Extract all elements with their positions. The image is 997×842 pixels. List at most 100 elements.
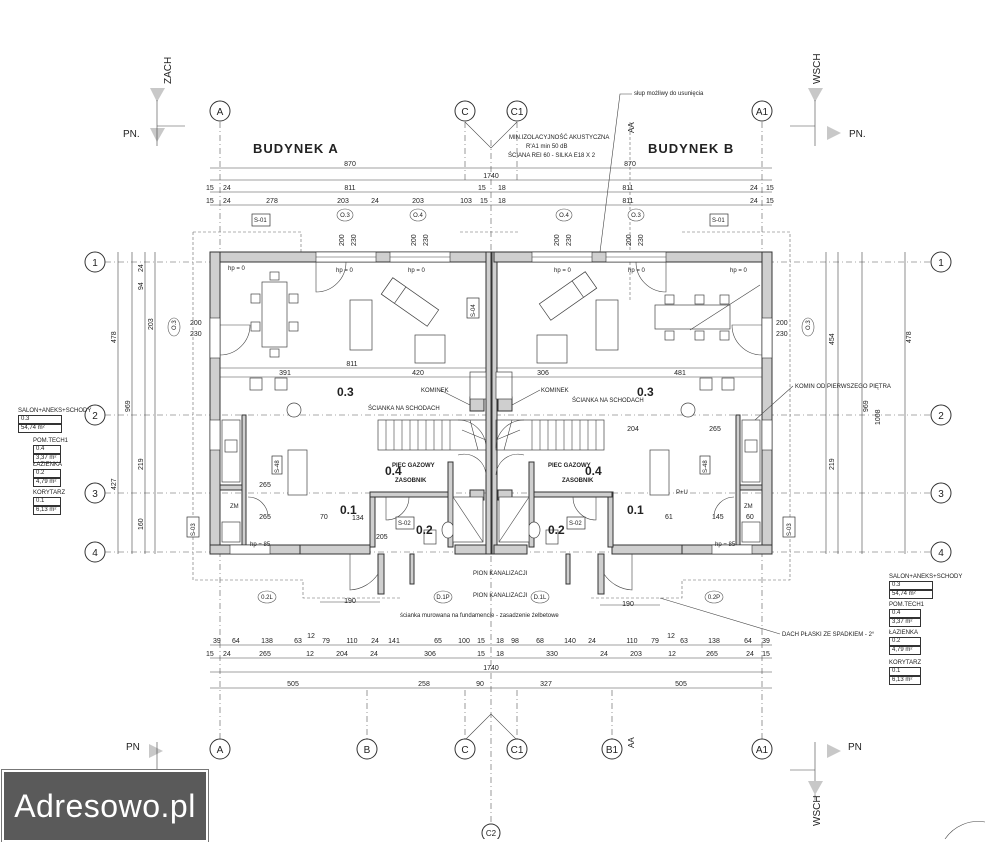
svg-text:65: 65 <box>434 638 442 645</box>
svg-text:811: 811 <box>622 198 633 205</box>
compass-bottom-right: PN WSCH <box>790 742 862 826</box>
svg-text:203: 203 <box>630 651 642 658</box>
svg-text:1740: 1740 <box>483 173 499 180</box>
svg-text:15: 15 <box>766 185 774 192</box>
compass-arrow-icon <box>150 128 165 142</box>
room-legend-b-tech: POM.TECH1 0.4 3,37 m² <box>889 602 925 627</box>
svg-text:hp = 85: hp = 85 <box>250 542 271 548</box>
svg-text:98: 98 <box>511 638 519 645</box>
svg-text:S-01: S-01 <box>254 218 267 224</box>
svg-text:15: 15 <box>766 198 774 205</box>
svg-text:61: 61 <box>665 514 673 521</box>
svg-text:ZASOBNIK: ZASOBNIK <box>562 478 594 484</box>
svg-text:hp = 0: hp = 0 <box>730 268 748 274</box>
axis-bubbles-bottom: A B C C1 B1 A1 C2 <box>209 738 773 839</box>
note-acoustic-1: MIN.IZOLACYJNOŚĆ AKUSTYCZNA <box>509 133 609 141</box>
svg-text:S-02: S-02 <box>398 521 411 527</box>
room-labels: 0.3 0.3 0.4 0.4 0.2 0.2 0.1 0.1 KOMINEK … <box>186 213 891 638</box>
svg-text:hp = 0: hp = 0 <box>554 268 572 274</box>
svg-text:110: 110 <box>626 638 637 645</box>
svg-text:70: 70 <box>320 514 328 521</box>
window-tags-bottom: 0.2L D.1P D.1L 0.2P <box>257 590 724 604</box>
svg-text:O.3: O.3 <box>340 213 350 219</box>
svg-text:190: 190 <box>344 598 356 605</box>
svg-text:18: 18 <box>498 185 506 192</box>
svg-text:141: 141 <box>388 638 400 645</box>
svg-text:ZM: ZM <box>744 504 753 510</box>
compass-arrow-icon <box>150 88 165 102</box>
svg-text:200: 200 <box>626 234 633 246</box>
axis-label-b-bottom: B <box>364 745 371 756</box>
svg-text:D.1L: D.1L <box>534 595 547 601</box>
svg-text:1: 1 <box>92 258 98 269</box>
svg-text:O.3: O.3 <box>172 320 178 330</box>
svg-text:145: 145 <box>712 514 724 521</box>
svg-text:12: 12 <box>668 651 676 658</box>
svg-text:15: 15 <box>477 638 485 645</box>
svg-text:68: 68 <box>536 638 544 645</box>
svg-text:24: 24 <box>746 651 754 658</box>
watermark-logo[interactable]: Adresowo.pl <box>2 770 208 842</box>
svg-text:230: 230 <box>638 234 645 246</box>
svg-text:327: 327 <box>540 681 552 688</box>
room-legend-b-bath: ŁAZIENKA 0.2 4,79 m² <box>889 630 921 655</box>
svg-text:KOMINEK: KOMINEK <box>421 388 449 394</box>
svg-text:160: 160 <box>138 518 145 530</box>
svg-text:505: 505 <box>675 681 687 688</box>
axis-bubbles-right: 1 2 3 4 <box>930 251 952 563</box>
svg-text:4: 4 <box>92 548 98 559</box>
fireplace <box>469 371 487 400</box>
compass-arrow-icon <box>149 744 163 758</box>
svg-text:278: 278 <box>266 198 278 205</box>
svg-text:O.4: O.4 <box>559 213 569 219</box>
svg-text:24: 24 <box>223 185 231 192</box>
svg-text:64: 64 <box>232 638 240 645</box>
svg-text:204: 204 <box>336 651 348 658</box>
coffee-table-b <box>536 334 568 364</box>
svg-text:DACH PŁASKI ZE SPADKIEM - 2°: DACH PŁASKI ZE SPADKIEM - 2° <box>782 632 875 638</box>
svg-text:ZM: ZM <box>230 504 239 510</box>
side-dimensions: 478 969 427 24 94 203 219 160 478 969 10… <box>111 252 913 554</box>
svg-text:12: 12 <box>307 633 315 640</box>
svg-text:24: 24 <box>588 638 596 645</box>
svg-text:103: 103 <box>460 198 472 205</box>
svg-text:481: 481 <box>674 370 686 377</box>
room-code-a-01: 0.1 <box>340 503 357 517</box>
axis-label-c1-bottom: C1 <box>511 745 524 756</box>
svg-text:1008: 1008 <box>875 409 882 425</box>
svg-text:870: 870 <box>624 161 636 168</box>
svg-text:265: 265 <box>259 482 271 489</box>
svg-text:230: 230 <box>351 234 358 246</box>
svg-text:PION KANALIZACJI: PION KANALIZACJI <box>473 571 528 577</box>
axis-label-a-bottom: A <box>217 745 224 756</box>
svg-text:S-01: S-01 <box>712 218 725 224</box>
svg-text:265: 265 <box>706 651 718 658</box>
svg-text:391: 391 <box>279 370 291 377</box>
svg-text:63: 63 <box>680 638 688 645</box>
svg-text:306: 306 <box>537 370 549 377</box>
dining-table <box>261 281 288 348</box>
room-code-b-01: 0.1 <box>627 503 644 517</box>
svg-text:219: 219 <box>829 458 836 470</box>
building-b-title: BUDYNEK B <box>648 141 734 156</box>
svg-text:79: 79 <box>651 638 659 645</box>
room-code-a-02: 0.2 <box>416 523 433 537</box>
svg-text:219: 219 <box>138 458 145 470</box>
svg-text:S-48: S-48 <box>703 460 709 473</box>
compass-bottom-left: PN <box>126 742 182 771</box>
svg-text:24: 24 <box>370 651 378 658</box>
svg-text:24: 24 <box>223 651 231 658</box>
toilet-b <box>527 521 541 539</box>
svg-text:24: 24 <box>750 198 758 205</box>
svg-text:94: 94 <box>138 282 145 290</box>
svg-text:90: 90 <box>476 681 484 688</box>
svg-text:KOMINEK: KOMINEK <box>541 388 569 394</box>
axis-bubbles-left: 1 2 3 4 <box>84 251 106 563</box>
svg-text:hp = 0: hp = 0 <box>336 268 354 274</box>
svg-text:S-03: S-03 <box>191 523 197 536</box>
sofa-b <box>595 299 619 351</box>
room-legend-b-hall: KORYTARZ 0.1 6,13 m² <box>889 660 922 685</box>
svg-text:870: 870 <box>344 161 356 168</box>
compass-arrow-icon <box>827 744 841 758</box>
svg-text:265: 265 <box>259 651 271 658</box>
